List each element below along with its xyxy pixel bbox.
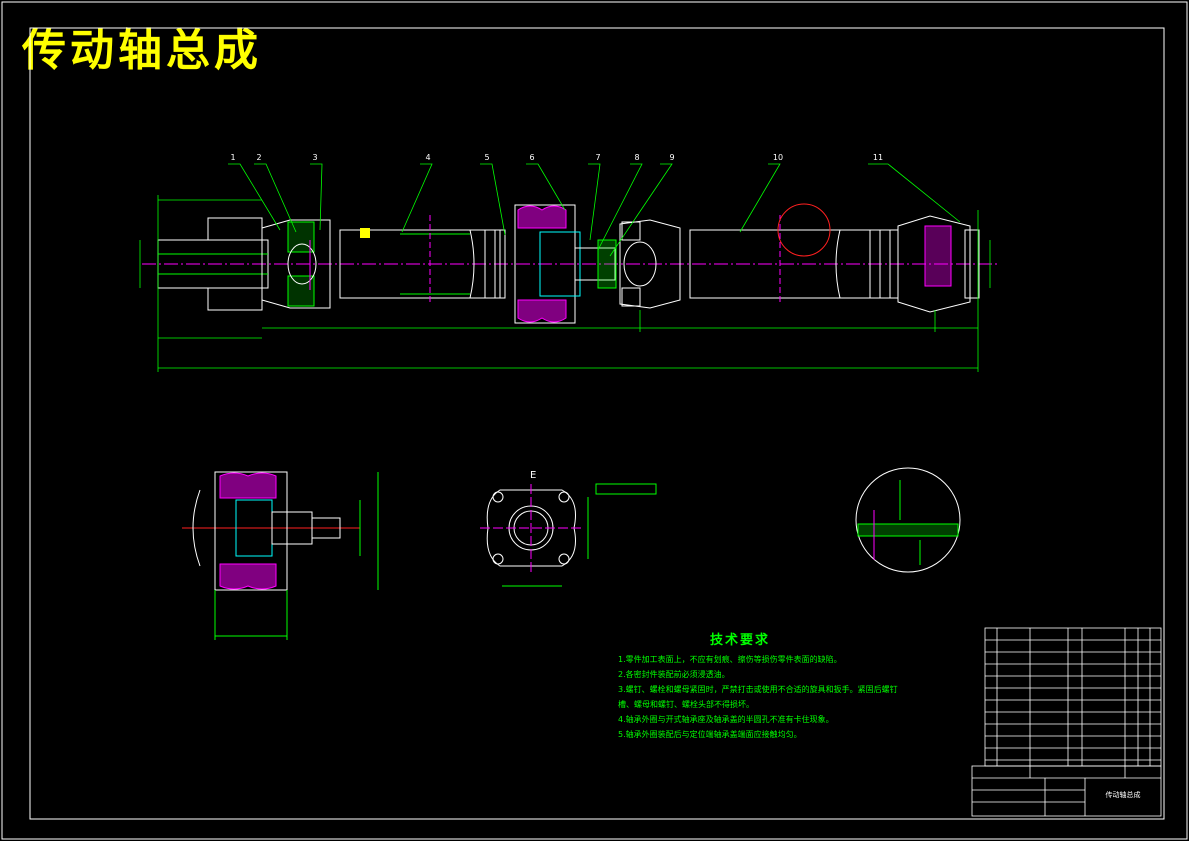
tech-requirements: 技术要求 1.零件加工表面上，不应有划痕、擦伤等损伤零件表面的缺陷。 2.各密封… (618, 633, 978, 742)
part-number: 2 (256, 153, 261, 162)
part-leaders (228, 163, 961, 257)
part-number: 11 (873, 153, 883, 162)
tech-requirement-item: 2.各密封件装配前必须浸透油。 (618, 670, 730, 679)
part-number: 5 (484, 153, 489, 162)
tech-requirement-item: 3.螺钉、螺栓和螺母紧固时，严禁打击或使用不合适的旋具和扳手。紧固后螺钉 (618, 685, 898, 694)
part-number-labels: 1 2 3 4 5 6 7 8 9 10 11 (230, 153, 883, 162)
center-bearing-section-view (182, 471, 379, 640)
inner-frame (29, 27, 1165, 820)
tech-requirement-item: 5.轴承外圈装配后与定位端轴承盖端面应接触均匀。 (618, 730, 802, 739)
drawing-title: 传动轴总成 (22, 25, 262, 76)
title-block-name: 传动轴总成 (1106, 790, 1141, 799)
part-number: 3 (312, 153, 317, 162)
main-dimensions (139, 195, 991, 372)
part-number: 4 (425, 153, 430, 162)
tech-requirements-heading: 技术要求 (710, 633, 771, 648)
tech-requirement-item: 槽、螺母和螺钉、螺栓头部不得损坏。 (618, 700, 754, 709)
part-number: 7 (595, 153, 600, 162)
part-number: 1 (230, 153, 235, 162)
main-assembly-view (142, 203, 1000, 324)
title-block (971, 765, 1162, 817)
part-number: 6 (529, 153, 534, 162)
tech-requirement-item: 1.零件加工表面上，不应有划痕、擦伤等损伤零件表面的缺陷。 (618, 655, 842, 664)
tech-requirement-item: 4.轴承外圈与开式轴承座及轴承盖的半圆孔不准有卡住现象。 (618, 715, 834, 724)
parts-list-table (984, 627, 1162, 767)
flange-view: E (480, 470, 657, 587)
detail-circle-view (855, 467, 961, 573)
part-number: 8 (634, 153, 639, 162)
part-number: 9 (669, 153, 674, 162)
section-label: E (530, 470, 536, 481)
part-number: 10 (773, 153, 783, 162)
